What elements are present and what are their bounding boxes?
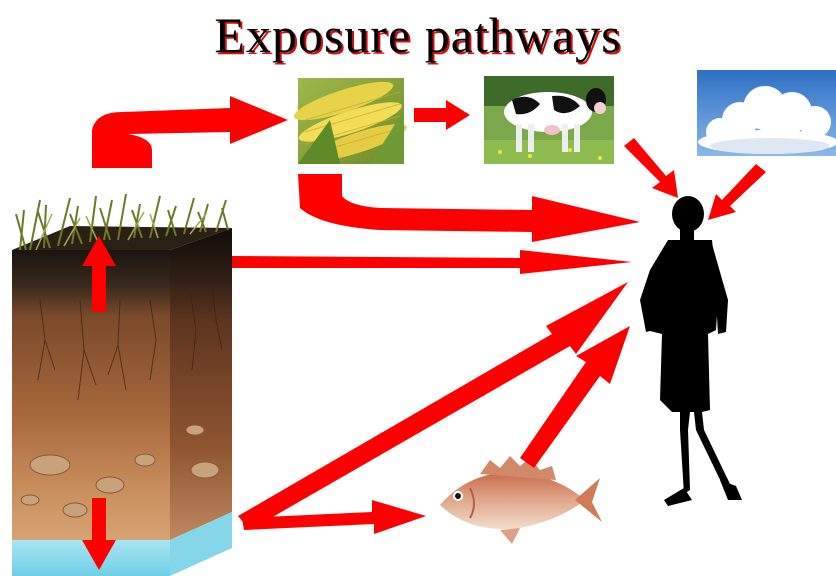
sky-image — [697, 70, 836, 156]
arrow-soil-to-corn — [92, 96, 288, 168]
soil-profile — [12, 194, 232, 576]
corn-image — [289, 74, 412, 169]
cow-image — [484, 76, 614, 164]
arrow-corn-to-cow — [414, 100, 470, 130]
arrow-cow-to-person — [624, 138, 678, 198]
arrow-sky-to-person — [708, 164, 766, 220]
fish-image — [440, 456, 602, 544]
arrow-soil-to-person — [232, 250, 632, 274]
person-silhouette — [640, 196, 742, 506]
arrow-corn-to-person — [298, 174, 640, 242]
